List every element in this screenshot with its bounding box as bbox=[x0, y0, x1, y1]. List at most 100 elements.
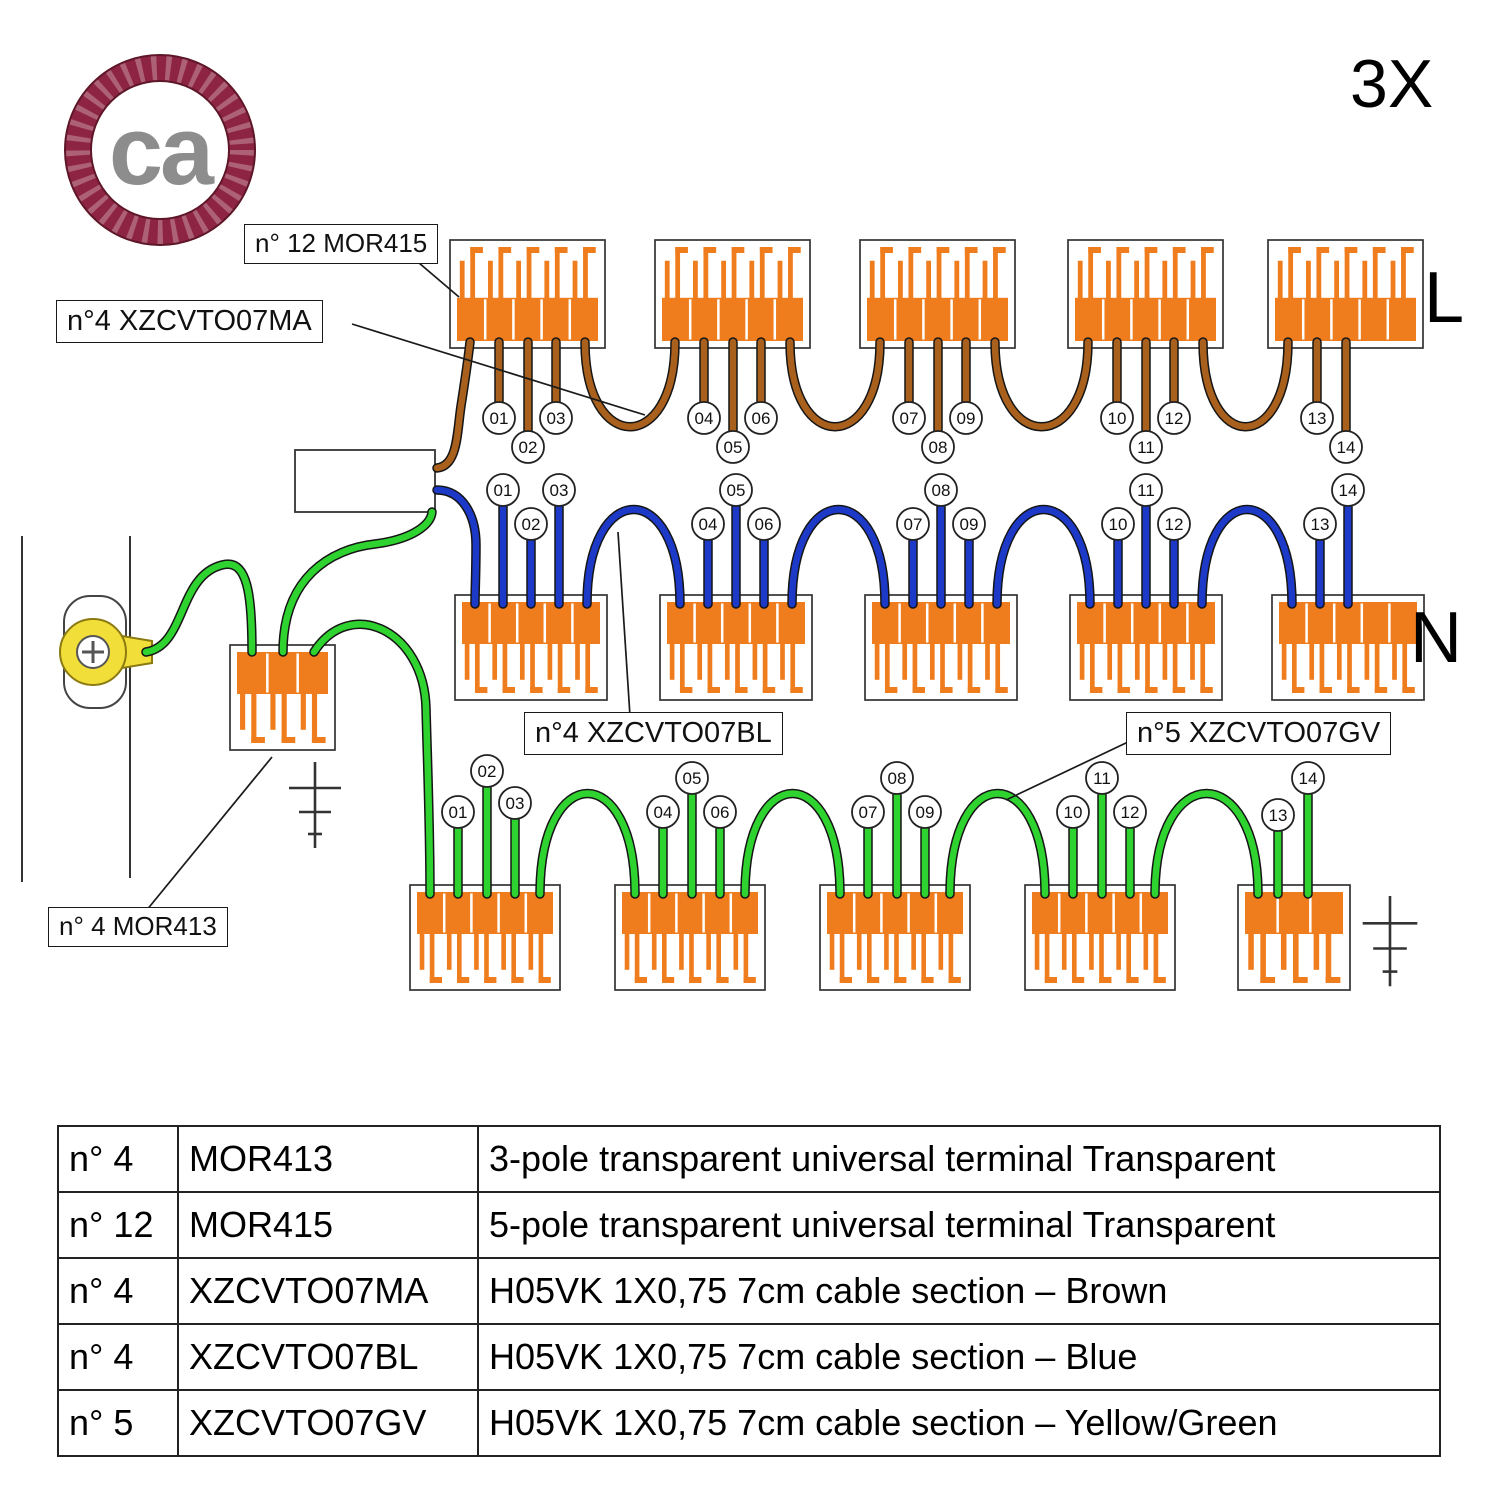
wire bbox=[1198, 506, 1296, 608]
wire-outline bbox=[990, 337, 1093, 432]
wire-number: 03 bbox=[550, 481, 569, 500]
wire bbox=[433, 338, 474, 472]
wire-number: 11 bbox=[1137, 481, 1155, 500]
wire bbox=[786, 338, 884, 430]
terminal-block bbox=[1237, 884, 1351, 991]
terminal-block bbox=[1067, 239, 1224, 349]
callout-mor413: n° 4 MOR413 bbox=[48, 907, 228, 947]
wire-number-badge: 06 bbox=[744, 401, 778, 435]
wire-number: 04 bbox=[654, 803, 673, 822]
terminal-block bbox=[1069, 594, 1223, 701]
wire-number-badge: 14 bbox=[1331, 473, 1365, 507]
logo-text: ca bbox=[109, 96, 215, 205]
wire-outline bbox=[787, 505, 890, 609]
callout-leader-line bbox=[1005, 741, 1129, 801]
qty-cell: n° 4 bbox=[57, 1125, 179, 1193]
wire-number-badge: 03 bbox=[539, 401, 573, 435]
wire-number: 06 bbox=[711, 803, 730, 822]
terminal-block bbox=[409, 884, 561, 991]
wire-outline bbox=[785, 337, 885, 432]
terminal-block bbox=[449, 239, 606, 349]
wire-number-badge: 14 bbox=[1291, 761, 1325, 795]
callout-mor415: n° 12 MOR415 bbox=[244, 224, 439, 264]
terminal-block bbox=[614, 884, 766, 991]
wire-number-badge: 02 bbox=[470, 754, 504, 788]
wire-number-badge: 09 bbox=[949, 401, 983, 435]
wire bbox=[279, 508, 436, 656]
qty-cell: n° 4 bbox=[57, 1323, 179, 1391]
wire-number: 05 bbox=[724, 438, 743, 457]
terminal-block bbox=[659, 594, 813, 701]
terminal-block bbox=[1267, 239, 1424, 349]
terminal-block bbox=[864, 594, 1018, 701]
wire-number: 05 bbox=[683, 769, 702, 788]
wire-number: 10 bbox=[1109, 515, 1128, 534]
wire-number: 13 bbox=[1269, 806, 1288, 825]
rope-texture bbox=[65, 55, 255, 245]
wire-number: 08 bbox=[929, 438, 948, 457]
wire-number: 10 bbox=[1108, 409, 1127, 428]
wire-number: 12 bbox=[1165, 515, 1184, 534]
wire-outline bbox=[740, 788, 845, 899]
wire-number: 09 bbox=[960, 515, 979, 534]
wire bbox=[536, 790, 639, 898]
wire-number: 10 bbox=[1064, 803, 1083, 822]
desc-cell: 5-pole transparent universal terminal Tr… bbox=[477, 1191, 1441, 1259]
wire-number-badge: 09 bbox=[908, 795, 942, 829]
qty-cell: n° 5 bbox=[57, 1389, 179, 1457]
wire-number-badge: 03 bbox=[542, 473, 576, 507]
wire-number-badge: 01 bbox=[441, 795, 475, 829]
line-conductor-label: L bbox=[1424, 258, 1465, 338]
wire-number-badge: 13 bbox=[1300, 401, 1334, 435]
wire-number-badge: 01 bbox=[482, 401, 516, 435]
wire-number: 01 bbox=[449, 803, 468, 822]
terminal-block bbox=[1024, 884, 1176, 991]
wire-number: 07 bbox=[859, 803, 878, 822]
code-cell: MOR413 bbox=[177, 1125, 479, 1193]
brand-logo: ca bbox=[64, 54, 256, 246]
wire-number: 07 bbox=[904, 515, 923, 534]
wire-outline bbox=[1198, 337, 1293, 432]
wire-number: 09 bbox=[916, 803, 935, 822]
callout-leader-line bbox=[617, 531, 631, 717]
wire-number: 03 bbox=[506, 794, 525, 813]
wire-number: 02 bbox=[478, 762, 497, 781]
wire-number-badge: 07 bbox=[896, 507, 930, 541]
wire-number-badge: 14 bbox=[1329, 430, 1363, 464]
qty-cell: n° 4 bbox=[57, 1257, 179, 1325]
wire bbox=[1199, 338, 1292, 430]
wire-number: 14 bbox=[1299, 769, 1318, 788]
terminal-block bbox=[859, 239, 1016, 349]
neutral-conductor-label: N bbox=[1410, 598, 1462, 678]
wire-number: 11 bbox=[1093, 769, 1111, 788]
wire-number: 12 bbox=[1121, 803, 1140, 822]
wire-number: 02 bbox=[522, 515, 541, 534]
desc-cell: H05VK 1X0,75 7cm cable section – Blue bbox=[477, 1323, 1441, 1391]
wire-number-badge: 12 bbox=[1113, 795, 1147, 829]
wire-number-badge: 07 bbox=[851, 795, 885, 829]
wire-number: 13 bbox=[1311, 515, 1330, 534]
wire-number: 08 bbox=[888, 769, 907, 788]
wire-number-badge: 06 bbox=[703, 795, 737, 829]
callout-brown-cable: n°4 XZCVTO07MA bbox=[56, 300, 323, 344]
desc-cell: 3-pole transparent universal terminal Tr… bbox=[477, 1125, 1441, 1193]
desc-cell: H05VK 1X0,75 7cm cable section – Brown bbox=[477, 1257, 1441, 1325]
wire bbox=[1151, 790, 1262, 898]
callout-leader-line bbox=[351, 323, 646, 416]
wire bbox=[946, 790, 1049, 898]
wire-number-badge: 01 bbox=[486, 473, 520, 507]
wire-number: 04 bbox=[699, 515, 718, 534]
desc-cell: H05VK 1X0,75 7cm cable section – Yellow/… bbox=[477, 1389, 1441, 1457]
wire-number: 06 bbox=[752, 409, 771, 428]
wire bbox=[581, 338, 679, 430]
wire-number-badge: 07 bbox=[892, 401, 926, 435]
wire-number-badge: 04 bbox=[691, 507, 725, 541]
wire-number: 13 bbox=[1308, 409, 1327, 428]
code-cell: XZCVTO07GV bbox=[177, 1389, 479, 1457]
